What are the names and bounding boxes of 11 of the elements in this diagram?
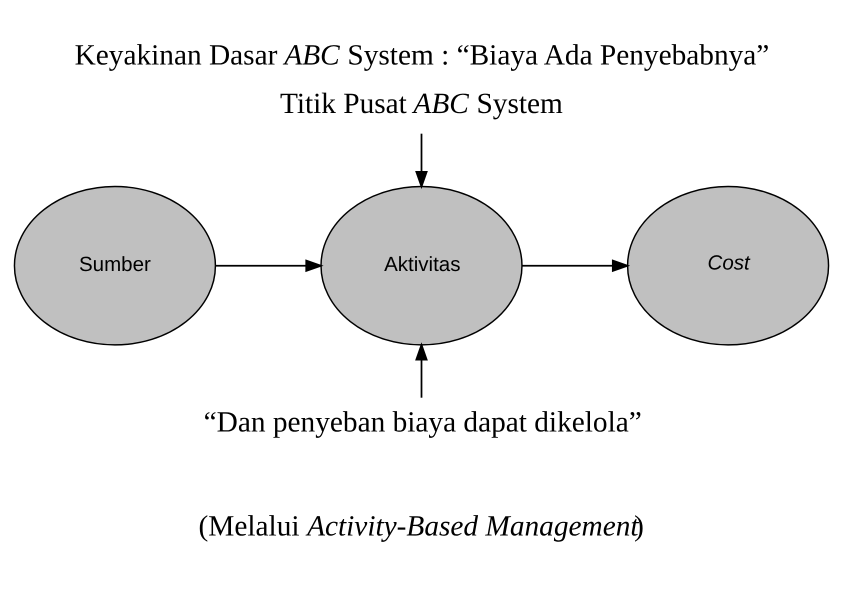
- node-ellipse: Aktivitas: [320, 185, 523, 346]
- arrow: [522, 258, 630, 272]
- node-text: “Dan penyeban biaya dapat dikelola”: [204, 406, 642, 438]
- node-text: Titik Pusat ABC System: [280, 88, 563, 120]
- arrow: [415, 133, 428, 189]
- label: (Melalui Activity-Based Management): [198, 510, 644, 542]
- node-ellipse: Sumber: [14, 185, 216, 346]
- arrow: [216, 258, 324, 272]
- node-ellipse: Cost: [626, 185, 830, 346]
- arrow: [415, 342, 428, 398]
- diagram-title: Keyakinan Dasar ABC System : “Biaya Ada Penyebabnya”: [74, 39, 770, 72]
